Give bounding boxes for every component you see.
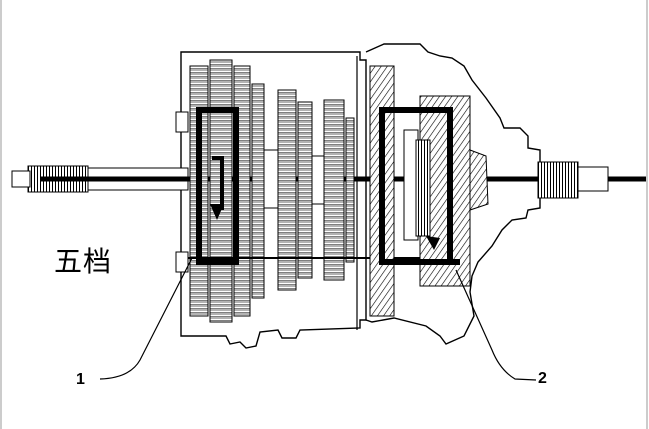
leader-line-1 [99, 257, 193, 380]
housing-left [180, 51, 367, 349]
leader-line-2 [455, 269, 537, 381]
hub-3 [175, 111, 189, 133]
hub-2 [311, 155, 325, 205]
output-shaft [577, 166, 609, 192]
gear-5 [277, 89, 297, 291]
gear-7 [323, 99, 345, 281]
power-flow-arrow-1 [210, 204, 224, 220]
hub-4 [175, 251, 189, 273]
input-shaft-end [11, 170, 31, 188]
gear-8 [345, 117, 355, 263]
power-flow-left [196, 107, 239, 265]
clutch-inner [415, 139, 431, 237]
power-flow-inner [212, 156, 224, 210]
hub-1 [263, 149, 279, 209]
housing-right [365, 43, 541, 345]
gear-4 [251, 83, 265, 299]
output-spline [537, 161, 579, 199]
gear-6 [297, 101, 313, 279]
callout-2: 2 [538, 370, 547, 387]
power-flow-arrow-2 [426, 236, 440, 250]
callout-1: 1 [76, 371, 85, 388]
output-bevel [469, 149, 489, 211]
gear-label: 五档 [54, 245, 113, 278]
